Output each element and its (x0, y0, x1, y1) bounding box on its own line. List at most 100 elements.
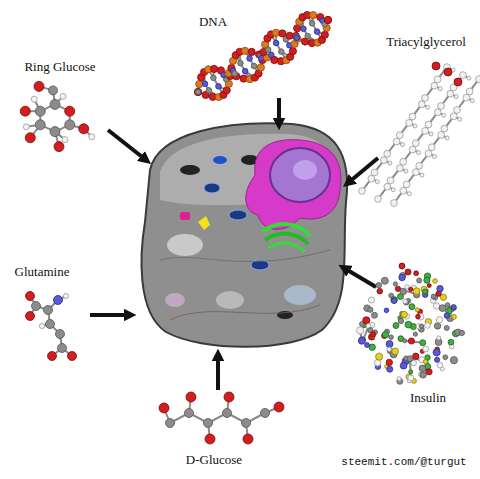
endoplasmic-reticulum (246, 140, 341, 230)
atom (359, 337, 366, 344)
atom (26, 292, 35, 301)
vacuole (167, 234, 203, 256)
atom (433, 279, 438, 284)
atom (79, 124, 89, 134)
atom (423, 359, 427, 363)
atom (401, 143, 405, 147)
atom (305, 33, 311, 39)
atom (278, 49, 284, 55)
atom (436, 317, 442, 323)
arrow (348, 158, 378, 183)
atom (371, 312, 377, 318)
cell-body (142, 123, 348, 346)
atom (54, 296, 63, 305)
vesicle (180, 165, 200, 175)
atom (407, 356, 413, 362)
atom (409, 304, 415, 310)
atom (439, 305, 446, 312)
atom (368, 175, 375, 182)
molecule-label: Triacylglycerol (386, 34, 466, 50)
atom (159, 403, 169, 413)
atom (444, 326, 449, 331)
atom (26, 312, 35, 321)
golgi (268, 243, 304, 252)
atom (265, 47, 271, 53)
cytoskeleton (160, 250, 330, 262)
atom (386, 341, 393, 348)
atom (50, 99, 60, 109)
atom (435, 357, 440, 362)
insulin-molecule (357, 263, 465, 384)
molecule-label: D-Glucose (186, 452, 242, 468)
atom (444, 68, 452, 76)
atom (251, 63, 257, 69)
atom (407, 192, 411, 196)
atom (289, 48, 296, 55)
atom (68, 352, 77, 361)
atom (387, 366, 393, 372)
atom (202, 81, 208, 87)
atom (195, 89, 201, 95)
vacuole (165, 293, 185, 307)
atom (369, 344, 375, 350)
atom (397, 377, 401, 381)
atom (242, 419, 251, 428)
atom (451, 305, 456, 310)
atom (185, 409, 194, 418)
atom (39, 323, 44, 328)
atom (393, 323, 399, 329)
atom (440, 294, 446, 300)
atom (294, 35, 301, 42)
atom (375, 196, 382, 203)
atom (389, 335, 394, 340)
arrow (344, 268, 376, 287)
atom (195, 89, 201, 95)
atom (403, 339, 407, 343)
atom (434, 323, 440, 329)
atom (46, 320, 55, 329)
atom (63, 293, 68, 298)
cytoskeleton (170, 305, 320, 320)
atom (392, 348, 399, 355)
atom (426, 105, 430, 109)
atom (384, 308, 389, 313)
atom (166, 419, 175, 428)
atom (400, 288, 406, 294)
atom (415, 308, 419, 312)
atom (257, 64, 264, 71)
atom (268, 52, 274, 58)
atom (400, 187, 407, 194)
atom (65, 106, 75, 116)
atom (44, 306, 53, 315)
atom (35, 120, 45, 130)
atom (194, 88, 201, 95)
atom (49, 86, 58, 95)
atom (438, 103, 445, 110)
atom (413, 332, 417, 336)
atom (467, 76, 471, 80)
atom (391, 297, 398, 304)
atom (324, 16, 331, 23)
nucleolus (293, 160, 317, 180)
atom (438, 132, 445, 139)
atom (294, 25, 301, 32)
molecule-label: Ring Glucose (24, 59, 95, 75)
atom (443, 355, 448, 360)
atom (428, 144, 435, 151)
triacylglycerol-molecule (359, 62, 480, 206)
atom (429, 132, 433, 136)
atom (294, 34, 300, 40)
ring-glucose-molecule (20, 81, 94, 151)
atom (423, 289, 428, 294)
arrow (277, 98, 281, 124)
atom (413, 353, 419, 359)
atom (444, 313, 449, 318)
atom (223, 87, 230, 94)
atom (391, 200, 398, 207)
atom (279, 30, 286, 37)
atom (387, 177, 394, 184)
atom (48, 352, 57, 361)
atom (442, 113, 446, 117)
atom (232, 71, 238, 77)
atom (216, 84, 222, 90)
